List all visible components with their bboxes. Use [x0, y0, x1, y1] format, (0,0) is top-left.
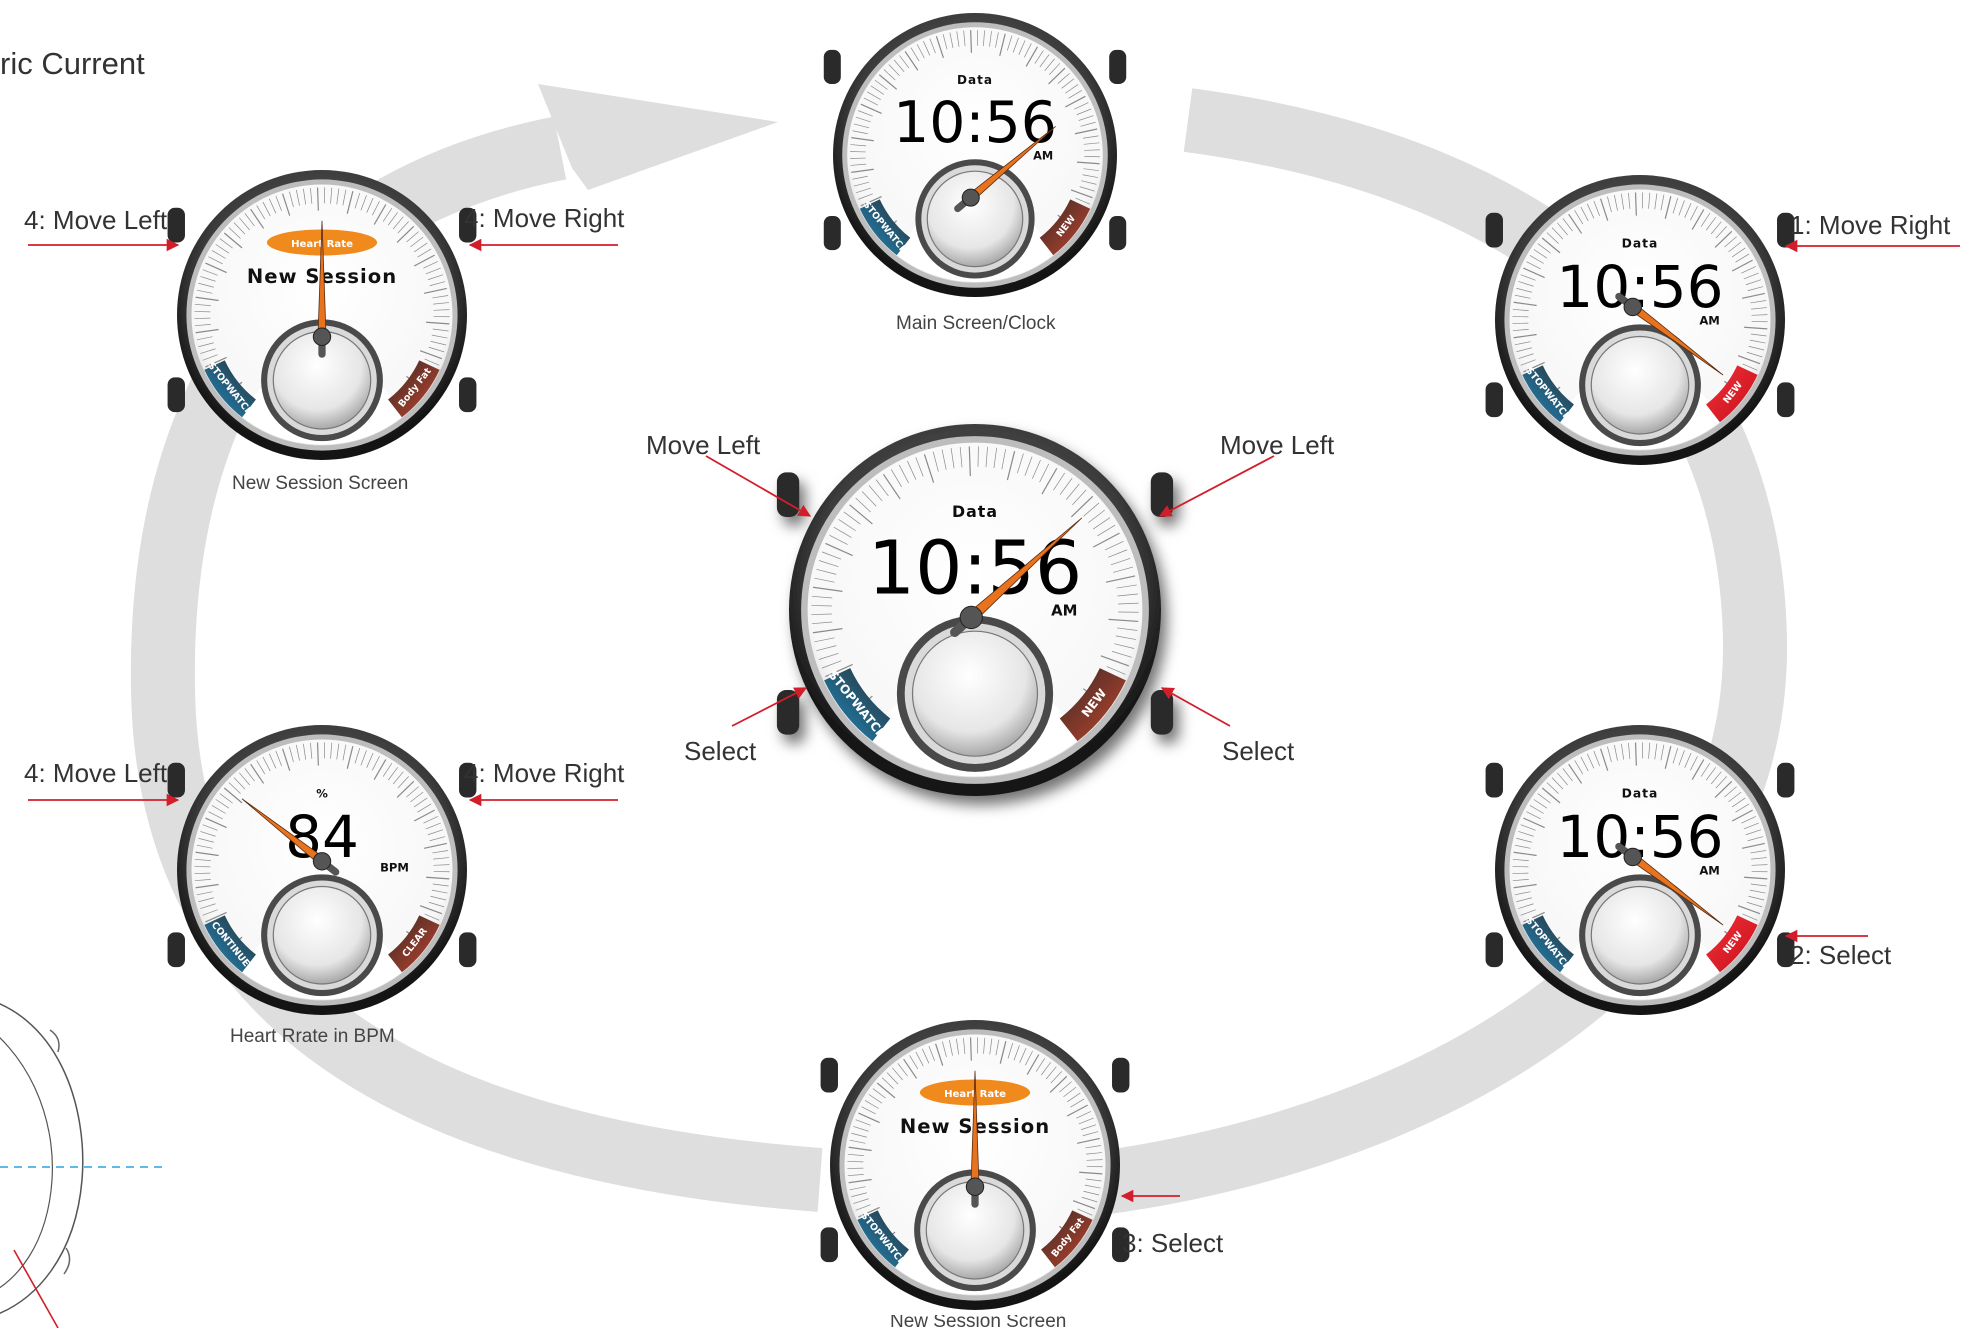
side-button[interactable]	[459, 762, 477, 798]
right-band[interactable]	[388, 360, 440, 418]
arrow-center-move-left-l	[705, 455, 812, 517]
needle-hub	[312, 327, 332, 346]
side-button[interactable]	[1109, 216, 1127, 251]
caption-main-screen: Main Screen/Clock	[896, 313, 1056, 334]
needle-hub	[959, 605, 983, 630]
side-button[interactable]	[1112, 1057, 1130, 1093]
label-move-left-4b: 4: Move Left	[24, 758, 168, 788]
side-button[interactable]	[1485, 212, 1503, 248]
select-button[interactable]	[926, 170, 1024, 268]
partial-watch-outline	[0, 1003, 162, 1328]
arrow-center-select-l	[731, 687, 808, 727]
label-center-move-left-l: Move Left	[646, 430, 761, 460]
title-fragment: ric Current	[0, 46, 145, 81]
side-button[interactable]	[167, 932, 185, 968]
label-move-right-4a: 4: Move Right	[464, 203, 625, 233]
left-band[interactable]	[859, 199, 911, 256]
data-label: Data	[952, 502, 998, 521]
label-move-right-1: 1: Move Right	[1790, 210, 1951, 240]
select-button[interactable]	[272, 885, 372, 985]
side-button[interactable]	[1485, 762, 1503, 798]
label-move-right-4b: 4: Move Right	[464, 758, 625, 788]
left-band[interactable]	[857, 1210, 909, 1268]
bpm-unit: BPM	[380, 860, 409, 874]
side-button[interactable]	[167, 207, 185, 243]
right-band[interactable]	[1706, 365, 1758, 423]
caption-heart-rate: Heart Rrate in BPM	[230, 1026, 395, 1047]
percent-label: %	[316, 787, 328, 801]
side-button[interactable]	[1777, 382, 1795, 418]
right-band[interactable]	[1706, 915, 1758, 973]
label-select-3: 3: Select	[1122, 1228, 1224, 1258]
select-button[interactable]	[1590, 335, 1690, 435]
left-band[interactable]	[1522, 365, 1574, 423]
needle-hub	[961, 188, 980, 207]
select-button[interactable]	[1590, 885, 1690, 985]
left-band[interactable]	[1522, 915, 1574, 973]
right-band[interactable]	[1039, 199, 1091, 256]
needle-hub	[1623, 297, 1642, 317]
clock-time: 10:56	[868, 524, 1082, 611]
side-button[interactable]	[820, 1227, 838, 1263]
side-button[interactable]	[459, 207, 477, 243]
side-button[interactable]	[823, 49, 841, 84]
label-center-select-r: Select	[1222, 736, 1295, 766]
label-move-left-4a: 4: Move Left	[24, 205, 168, 235]
side-button[interactable]	[776, 689, 800, 735]
arrow-center-move-left-r	[1158, 455, 1275, 517]
side-button[interactable]	[1777, 212, 1795, 248]
data-label: Data	[1622, 237, 1659, 251]
side-button[interactable]	[1150, 689, 1174, 735]
am-indicator: AM	[1699, 313, 1720, 327]
side-button[interactable]	[776, 472, 800, 517]
side-button[interactable]	[823, 216, 841, 251]
right-band[interactable]	[388, 915, 440, 973]
side-button[interactable]	[820, 1057, 838, 1093]
left-band[interactable]	[204, 360, 256, 418]
side-button[interactable]	[459, 377, 477, 413]
needle-hub	[1623, 847, 1642, 867]
side-button[interactable]	[1777, 762, 1795, 798]
label-center-move-left-r: Move Left	[1220, 430, 1335, 460]
side-button[interactable]	[1112, 1227, 1130, 1263]
side-button[interactable]	[459, 932, 477, 968]
label-select-2: 2: Select	[1790, 940, 1892, 970]
needle-hub	[965, 1177, 985, 1196]
needle-hub	[312, 852, 332, 871]
side-button[interactable]	[1485, 932, 1503, 968]
am-indicator: AM	[1033, 148, 1053, 162]
caption-new-session-left: New Session Screen	[232, 473, 409, 494]
side-button[interactable]	[1109, 49, 1127, 84]
annotation-arrows	[28, 238, 1960, 1203]
arrow-center-select-r	[1160, 687, 1231, 727]
select-button[interactable]	[911, 630, 1039, 757]
data-label: Data	[1622, 787, 1659, 801]
side-button[interactable]	[167, 377, 185, 413]
clock-time: 10:56	[893, 90, 1057, 156]
am-indicator: AM	[1051, 602, 1077, 620]
left-band[interactable]	[204, 915, 256, 973]
label-center-select-l: Select	[684, 736, 757, 766]
side-button[interactable]	[167, 762, 185, 798]
am-indicator: AM	[1699, 863, 1720, 877]
data-label: Data	[957, 73, 993, 87]
tick-ring	[194, 742, 450, 953]
caption-new-session-bottom: New Session Screen	[890, 1315, 1067, 1328]
right-band[interactable]	[1059, 668, 1126, 742]
side-button[interactable]	[1485, 382, 1503, 418]
left-band[interactable]	[824, 668, 891, 742]
right-band[interactable]	[1041, 1210, 1093, 1268]
